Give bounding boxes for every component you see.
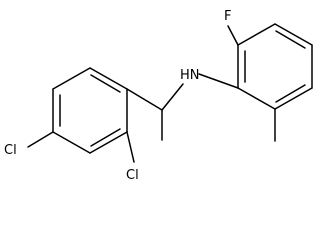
bond — [89, 131, 128, 154]
double-bond-inner — [90, 128, 121, 147]
bond — [237, 87, 276, 110]
fluorine-label: F — [224, 9, 231, 24]
bond-ring-ch — [126, 88, 163, 111]
fluoromethylphenyl-ring — [237, 23, 313, 110]
chlorine-ortho-label: Cl — [126, 168, 139, 183]
structure-svg: Cl Cl HN F — [4, 9, 313, 183]
bond — [89, 67, 128, 90]
bond — [52, 67, 91, 90]
double-bond-inner — [90, 74, 121, 93]
bond-ch-nh — [161, 83, 184, 111]
bond — [52, 131, 91, 154]
bond-fluorine — [227, 25, 239, 46]
bond-cl-para — [27, 131, 54, 148]
bond — [237, 23, 276, 46]
bond-nh-ring — [198, 73, 239, 89]
chlorine-para-label: Cl — [4, 143, 17, 158]
double-bond-inner — [275, 30, 306, 49]
amine-label: HN — [180, 68, 200, 83]
bond — [274, 87, 313, 110]
molecule-diagram: Cl Cl HN F — [4, 9, 313, 183]
bond-cl-ortho — [126, 131, 135, 163]
double-bond-inner — [275, 84, 306, 103]
bond — [274, 23, 313, 46]
dichlorophenyl-ring — [52, 67, 128, 154]
